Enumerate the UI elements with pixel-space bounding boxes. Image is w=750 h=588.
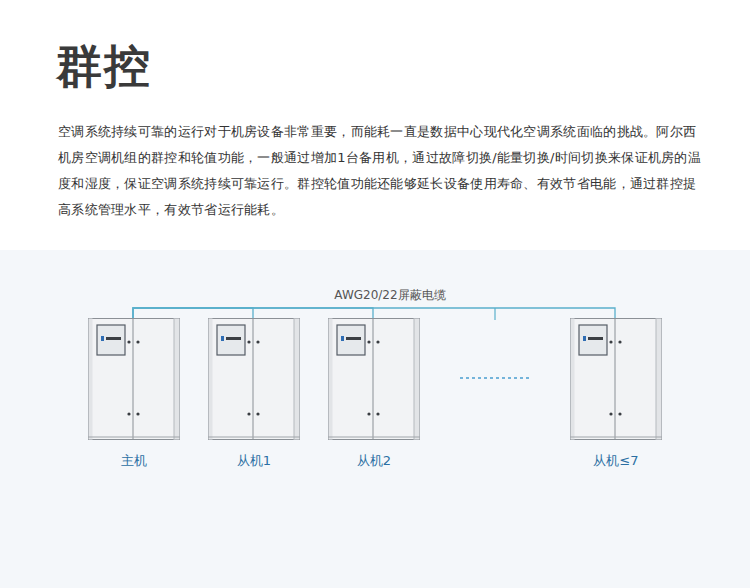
door-handle	[247, 412, 250, 415]
bus-tap	[494, 308, 495, 320]
cabinet-body	[329, 319, 420, 440]
unit-label: 主机	[68, 452, 200, 470]
door-handle	[609, 340, 612, 343]
cabinet-body	[571, 319, 662, 440]
cabinet-edge	[174, 319, 180, 440]
cable-label: AWG20/22屏蔽电缆	[310, 287, 470, 303]
door-handle	[127, 412, 130, 415]
unit-label: 从机1	[188, 452, 320, 470]
door-handle	[127, 340, 130, 343]
door-handle	[256, 340, 259, 343]
plinth	[88, 437, 180, 438]
logo-mark	[101, 336, 104, 341]
cabinet-edge	[329, 319, 333, 440]
door-handle	[367, 340, 370, 343]
door-handle	[376, 340, 379, 343]
cabinet-edge	[414, 319, 420, 440]
cabinet-body	[209, 319, 300, 440]
logo-mark	[221, 336, 224, 341]
shielded-cable	[133, 308, 615, 318]
cabinet-edge	[571, 319, 575, 440]
shielded-cable	[133, 308, 373, 318]
logo-bar	[226, 337, 241, 340]
cabinet-body	[89, 319, 180, 440]
ac-cabinet: 从机2	[328, 318, 420, 440]
ellipsis-line	[460, 377, 530, 378]
door-handle	[367, 412, 370, 415]
cabinet-edge	[89, 319, 93, 440]
door-split	[253, 318, 254, 440]
door-split	[373, 318, 374, 440]
cabinet-edge	[656, 319, 662, 440]
plinth	[208, 437, 300, 438]
door-handle	[247, 340, 250, 343]
cabinet-drawing	[328, 318, 420, 440]
display-panel	[579, 325, 607, 355]
ac-cabinet: 从机≤7	[570, 318, 662, 440]
shielded-cable	[133, 308, 253, 318]
unit-label: 从机≤7	[550, 452, 682, 470]
cabinet-edge	[209, 319, 213, 440]
display-panel	[217, 325, 245, 355]
unit-label: 从机2	[308, 452, 440, 470]
ac-cabinet: 主机	[88, 318, 180, 440]
cabinet-edge	[294, 319, 300, 440]
logo-bar	[106, 337, 121, 340]
door-handle	[256, 412, 259, 415]
door-edge	[174, 318, 175, 440]
door-handle	[618, 340, 621, 343]
cabinet-drawing	[208, 318, 300, 440]
intro-paragraph: 空调系统持续可靠的运行对于机房设备非常重要，而能耗一直是数据中心现代化空调系统面…	[58, 119, 703, 223]
door-edge	[294, 318, 295, 440]
logo-mark	[341, 336, 344, 341]
door-handle	[136, 340, 139, 343]
logo-mark	[583, 336, 586, 341]
plinth	[570, 437, 662, 438]
door-handle	[609, 412, 612, 415]
door-split	[133, 318, 134, 440]
door-split	[615, 318, 616, 440]
ac-cabinet: 从机1	[208, 318, 300, 440]
plinth	[328, 437, 420, 438]
door-edge	[414, 318, 415, 440]
display-panel	[97, 325, 125, 355]
logo-bar	[346, 337, 361, 340]
door-handle	[376, 412, 379, 415]
logo-bar	[588, 337, 603, 340]
page-title: 群控	[56, 36, 152, 98]
cabinet-drawing	[570, 318, 662, 440]
door-handle	[136, 412, 139, 415]
door-handle	[618, 412, 621, 415]
cabinet-drawing	[88, 318, 180, 440]
display-panel	[337, 325, 365, 355]
door-edge	[656, 318, 657, 440]
